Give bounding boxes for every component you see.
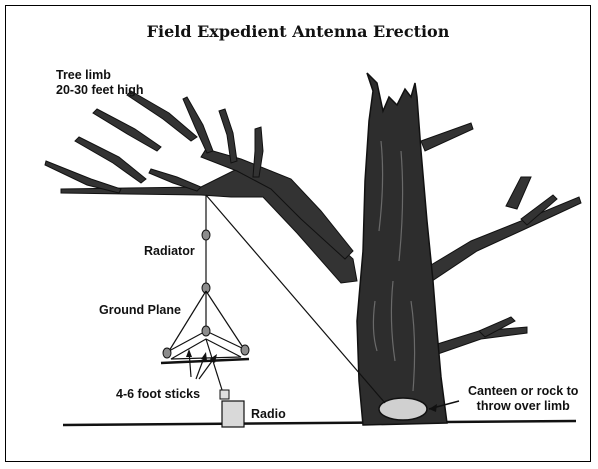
insulator-top	[201, 229, 211, 241]
tree-limb-label-line1: Tree limb	[56, 68, 111, 82]
diagram-title: Field Expedient Antenna Erection	[146, 22, 450, 41]
radiator-label: Radiator	[144, 244, 195, 258]
stick-base	[160, 357, 250, 365]
rope-line	[205, 194, 386, 404]
foot-sticks-label: 4-6 foot sticks	[116, 387, 201, 401]
bark-texture	[372, 140, 416, 392]
tree-limb-label-line2: 20-30 feet high	[56, 83, 144, 97]
ground-line	[62, 419, 577, 427]
tree-limb-label: Tree limb 20-30 feet high	[56, 68, 144, 98]
tree-trunk	[356, 72, 448, 426]
diagram-frame: Field Expedient Antenna Erection	[5, 5, 591, 462]
ground-plane-label: Ground Plane	[99, 303, 181, 317]
radial-end-center	[201, 325, 211, 337]
radial-end-left	[162, 347, 172, 359]
canteen-rock	[378, 397, 428, 421]
tree-branches	[44, 90, 582, 356]
radio-box	[221, 400, 245, 428]
coax-connector	[219, 389, 230, 400]
radio-label: Radio	[251, 407, 286, 421]
radial-end-right	[240, 344, 250, 356]
canteen-label-line1: Canteen or rock to	[468, 384, 579, 398]
canteen-label-line2: throw over limb	[476, 399, 570, 413]
coax-cable	[205, 338, 224, 394]
canteen-label: Canteen or rock to throw over limb	[468, 384, 578, 414]
antenna-illustration	[44, 72, 582, 428]
ground-plane	[168, 290, 245, 360]
